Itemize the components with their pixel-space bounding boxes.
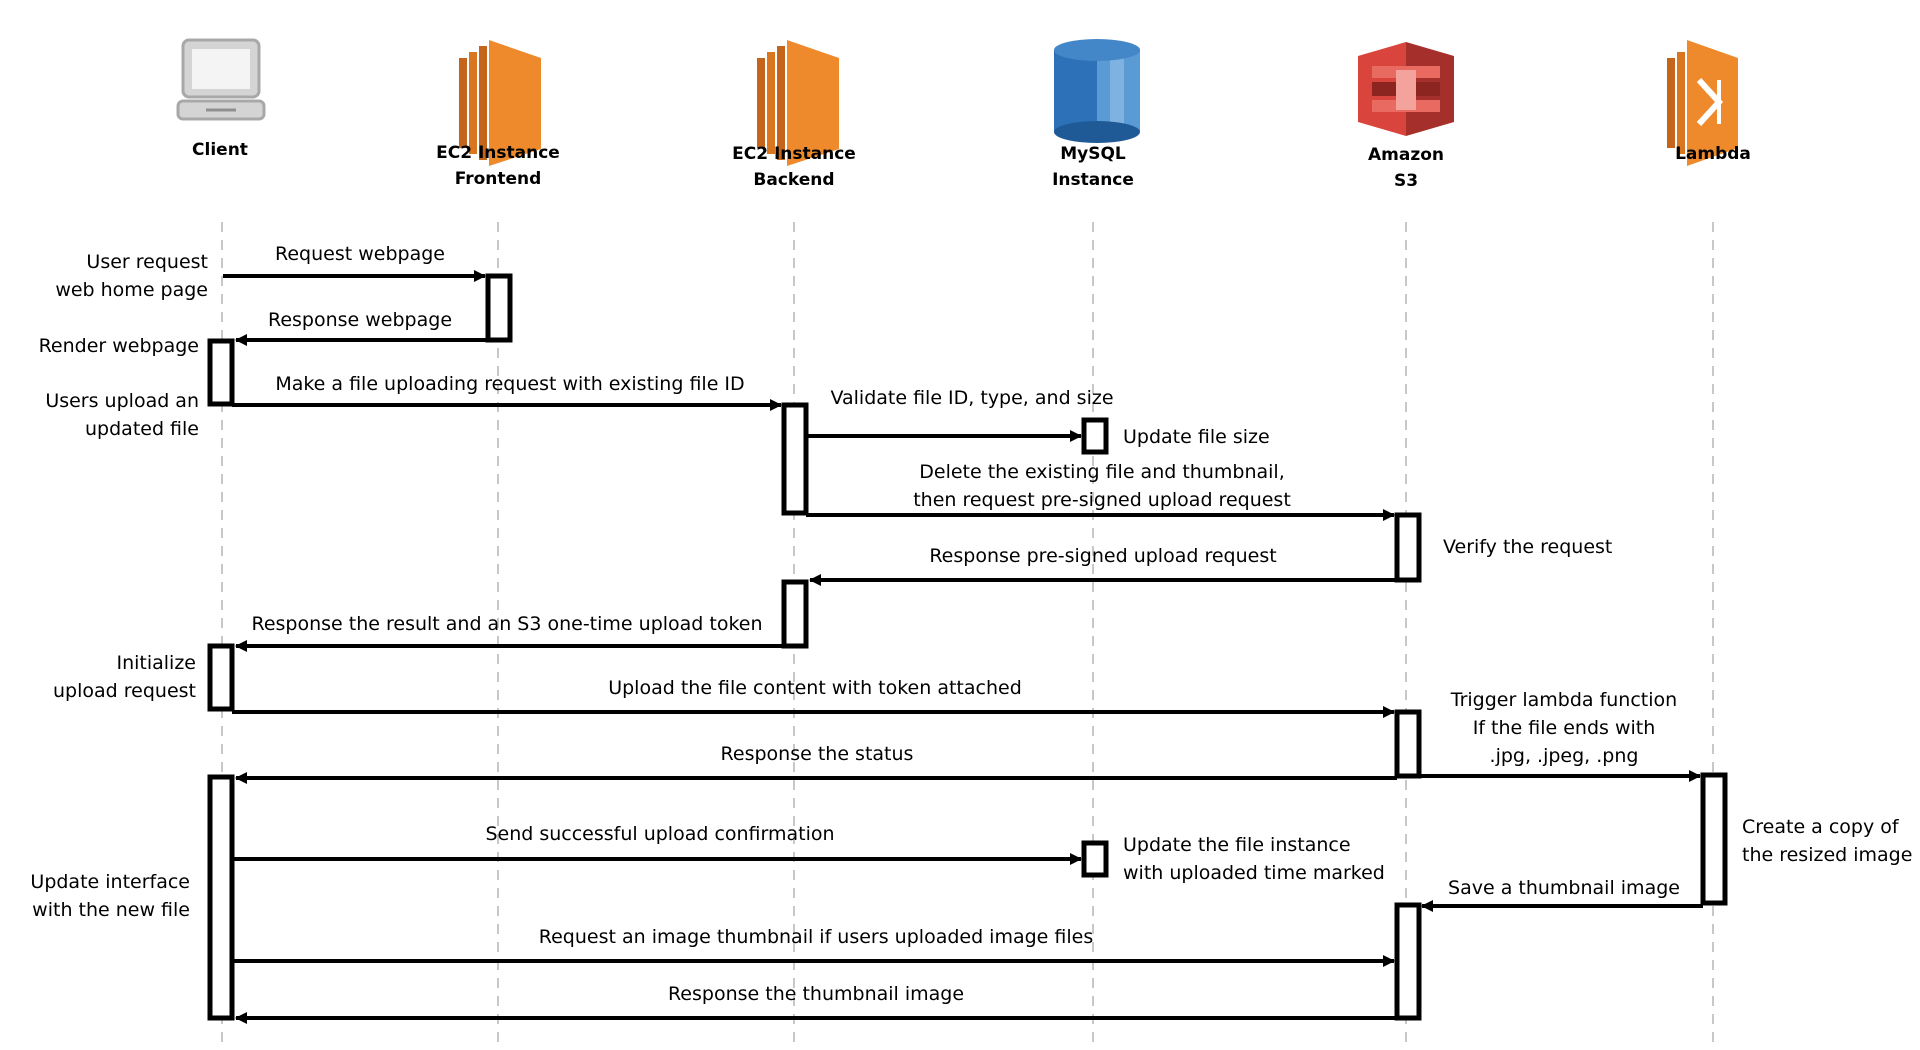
note-label: Update the file instance xyxy=(1123,834,1351,856)
activation-s3 xyxy=(1394,512,1422,583)
participant-label: EC2 Instance xyxy=(436,143,560,163)
message-label: If the file ends with xyxy=(1473,717,1656,739)
message-label: then request pre-signed upload request xyxy=(913,489,1291,511)
message-label: .jpg, .jpeg, .png xyxy=(1490,745,1639,767)
note-label: Update interface xyxy=(30,871,190,893)
activation-s3 xyxy=(1394,902,1422,1021)
message-label: Upload the file content with token attac… xyxy=(608,677,1022,699)
message-label: Response the result and an S3 one-time u… xyxy=(251,613,762,635)
laptop-icon xyxy=(176,38,266,121)
message-label: Request webpage xyxy=(275,243,445,265)
message-label: Send successful upload confirmation xyxy=(485,823,834,845)
participant-label: Lambda xyxy=(1675,144,1751,164)
note-label: Render webpage xyxy=(39,335,199,357)
ec2-icon xyxy=(459,40,541,166)
activation-frontend xyxy=(485,273,513,343)
note-label: web home page xyxy=(55,279,208,301)
participant-label: EC2 Instance xyxy=(732,144,856,164)
message-label: Response the thumbnail image xyxy=(668,983,964,1005)
activation-mysql xyxy=(1081,840,1109,878)
activation-backend xyxy=(781,579,809,649)
message-label: Request an image thumbnail if users uplo… xyxy=(539,926,1094,948)
participant-label-sub: S3 xyxy=(1394,171,1418,191)
message-label: Delete the existing file and thumbnail, xyxy=(919,461,1284,483)
s3-bucket-icon xyxy=(1358,42,1454,136)
message-label: Trigger lambda function xyxy=(1450,689,1677,711)
note-label: updated file xyxy=(85,418,199,440)
note-label: Initialize xyxy=(116,652,196,674)
note-label: Update file size xyxy=(1123,426,1270,448)
activation-mysql xyxy=(1081,417,1109,455)
activation-client xyxy=(207,643,235,712)
activation-client xyxy=(207,338,235,407)
note-label: Verify the request xyxy=(1443,536,1612,558)
database-icon xyxy=(1054,39,1140,143)
message-label: Make a file uploading request with exist… xyxy=(275,373,744,395)
note-label: User request xyxy=(86,251,208,273)
message-label: Response pre-signed upload request xyxy=(929,545,1276,567)
participant-label-sub: Backend xyxy=(753,170,834,190)
note-label: the resized image xyxy=(1742,844,1912,866)
activation-lambda xyxy=(1700,772,1728,906)
participant-label: Client xyxy=(192,140,248,160)
activation-s3 xyxy=(1394,709,1422,779)
message-label: Response webpage xyxy=(268,309,452,331)
message-label: Validate file ID, type, and size xyxy=(830,387,1113,409)
note-label: with the new file xyxy=(32,899,190,921)
message-label: Response the status xyxy=(721,743,914,765)
participant-label: MySQL xyxy=(1060,144,1126,164)
lambda-icon xyxy=(1667,40,1738,166)
participant-label-sub: Frontend xyxy=(455,169,542,189)
participant-label: Amazon xyxy=(1368,145,1444,165)
note-label: with uploaded time marked xyxy=(1123,862,1385,884)
message-label: Save a thumbnail image xyxy=(1448,877,1680,899)
activation-backend xyxy=(781,402,809,516)
note-label: Create a copy of xyxy=(1742,816,1900,838)
participant-label-sub: Instance xyxy=(1052,170,1134,190)
note-label: Users upload an xyxy=(45,390,199,412)
ec2-icon xyxy=(757,40,839,166)
activation-client xyxy=(207,774,235,1021)
note-label: upload request xyxy=(53,680,196,702)
